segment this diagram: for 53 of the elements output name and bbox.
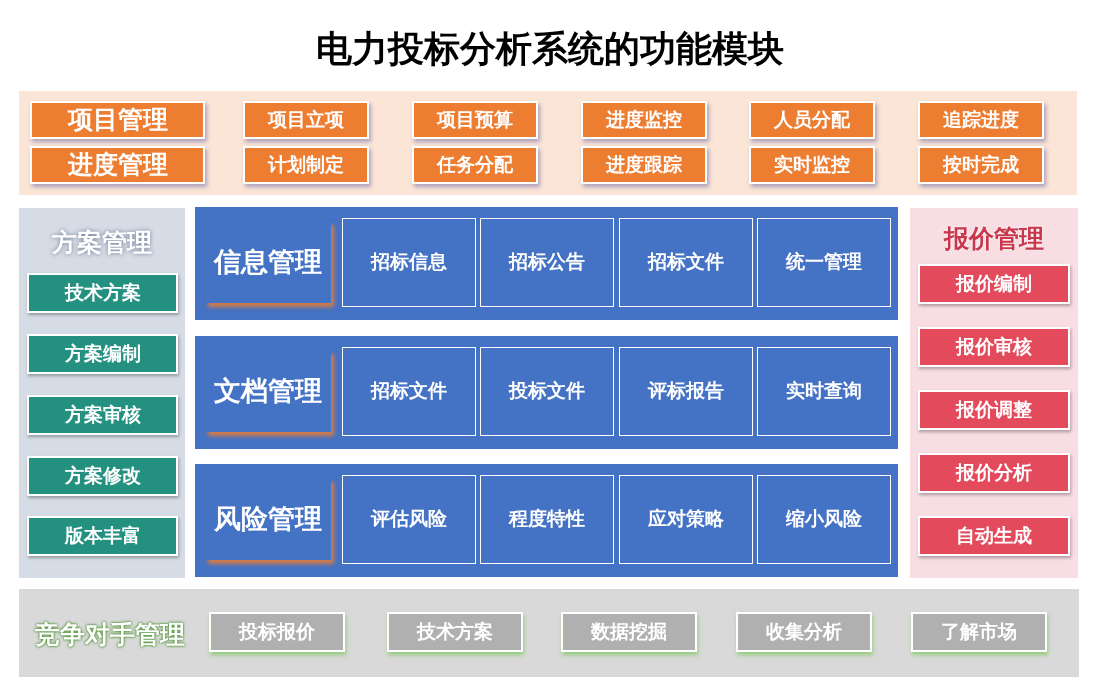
feature-box: 招标文件 [619, 218, 753, 307]
section-heading: 信息管理 [205, 221, 331, 303]
feature-box: 版本丰富 [27, 516, 178, 556]
panel-background [19, 91, 1077, 195]
feature-box: 实时查询 [757, 347, 891, 436]
feature-box: 自动生成 [918, 516, 1070, 556]
panel-background [910, 208, 1078, 578]
title: 电力投标分析系统的功能模块 [315, 28, 785, 71]
feature-box: 数据挖掘 [561, 612, 697, 652]
feature-box: 报价审核 [918, 327, 1070, 367]
feature-box: 统一管理 [757, 218, 891, 307]
feature-box: 招标信息 [342, 218, 476, 307]
feature-box: 方案审核 [27, 395, 178, 435]
feature-box: 收集分析 [736, 612, 872, 652]
section-heading: 报价管理 [942, 224, 1045, 254]
section-heading: 风险管理 [205, 478, 331, 560]
feature-box: 方案编制 [27, 334, 178, 374]
feature-box: 计划制定 [243, 146, 369, 184]
feature-box: 应对策略 [619, 475, 753, 564]
section-heading: 方案管理 [51, 228, 153, 258]
feature-box: 技术方案 [387, 612, 523, 652]
feature-box: 报价编制 [918, 264, 1070, 304]
feature-box: 报价分析 [918, 453, 1070, 493]
feature-box: 招标文件 [342, 347, 476, 436]
feature-box: 投标报价 [209, 612, 345, 652]
feature-box: 报价调整 [918, 390, 1070, 430]
feature-box: 缩小风险 [757, 475, 891, 564]
section-heading: 竞争对手管理 [35, 620, 185, 650]
feature-box: 评估风险 [342, 475, 476, 564]
module-band [195, 464, 898, 577]
feature-box: 任务分配 [412, 146, 538, 184]
module-band [195, 336, 898, 449]
feature-box: 人员分配 [749, 101, 875, 139]
feature-box: 项目预算 [412, 101, 538, 139]
feature-box: 进度跟踪 [581, 146, 707, 184]
panel-background [19, 208, 185, 578]
feature-box: 实时监控 [749, 146, 875, 184]
feature-box: 进度监控 [581, 101, 707, 139]
feature-box: 项目立项 [243, 101, 369, 139]
feature-box: 按时完成 [918, 146, 1044, 184]
category-box: 进度管理 [30, 146, 205, 184]
feature-box: 追踪进度 [918, 101, 1044, 139]
feature-box: 了解市场 [911, 612, 1047, 652]
feature-box: 技术方案 [27, 273, 178, 313]
panel-background [19, 589, 1079, 677]
feature-box: 评标报告 [619, 347, 753, 436]
category-box: 项目管理 [30, 101, 205, 139]
feature-box: 投标文件 [480, 347, 614, 436]
module-band [195, 207, 898, 320]
section-heading: 文档管理 [205, 350, 331, 432]
feature-box: 招标公告 [480, 218, 614, 307]
feature-box: 方案修改 [27, 456, 178, 496]
feature-box: 程度特性 [480, 475, 614, 564]
